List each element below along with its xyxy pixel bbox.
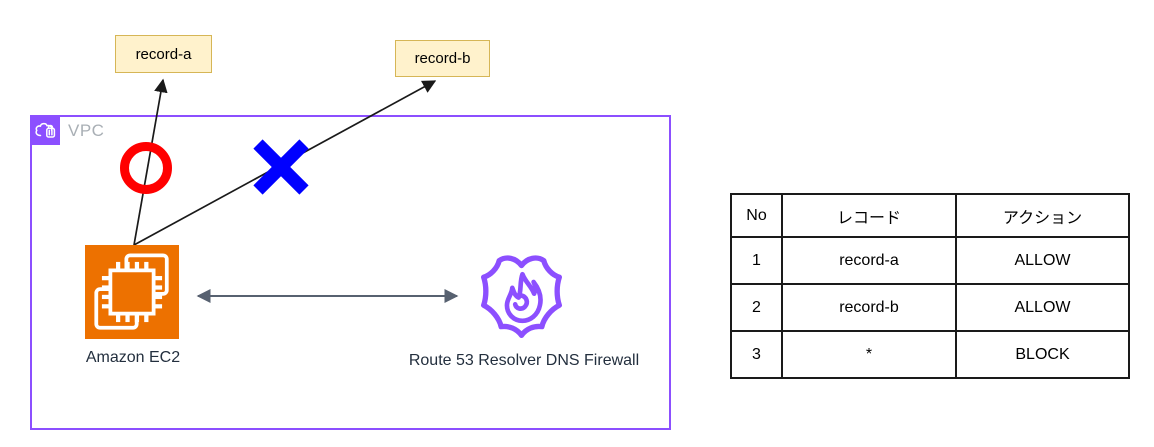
table-header-row: No レコード アクション xyxy=(730,193,1130,238)
vpc-cloud-lock-icon xyxy=(30,115,60,145)
cell-record: * xyxy=(781,330,957,379)
record-a-node: record-a xyxy=(115,35,212,73)
cell-action: ALLOW xyxy=(955,283,1130,332)
dns-firewall-label: Route 53 Resolver DNS Firewall xyxy=(408,352,640,369)
cell-no: 1 xyxy=(730,236,783,285)
dns-rules-table: No レコード アクション 1 record-a ALLOW 2 record-… xyxy=(730,193,1130,379)
record-b-node: record-b xyxy=(395,40,490,77)
cell-no: 2 xyxy=(730,283,783,332)
dns-firewall-shield-flame-icon xyxy=(473,250,570,347)
table-row: 1 record-a ALLOW xyxy=(730,236,1130,285)
header-record: レコード xyxy=(781,193,957,238)
table-row: 3 * BLOCK xyxy=(730,330,1130,379)
vpc-label: VPC xyxy=(68,121,105,140)
record-a-label: record-a xyxy=(135,45,192,63)
table-row: 2 record-b ALLOW xyxy=(730,283,1130,332)
amazon-ec2-label: Amazon EC2 xyxy=(85,349,181,366)
cell-record: record-a xyxy=(781,236,957,285)
record-b-label: record-b xyxy=(414,50,471,67)
amazon-ec2-icon xyxy=(85,245,179,339)
cell-record: record-b xyxy=(781,283,957,332)
cell-action: BLOCK xyxy=(955,330,1130,379)
cell-no: 3 xyxy=(730,330,783,379)
cell-action: ALLOW xyxy=(955,236,1130,285)
header-action: アクション xyxy=(955,193,1130,238)
header-no: No xyxy=(730,193,783,238)
